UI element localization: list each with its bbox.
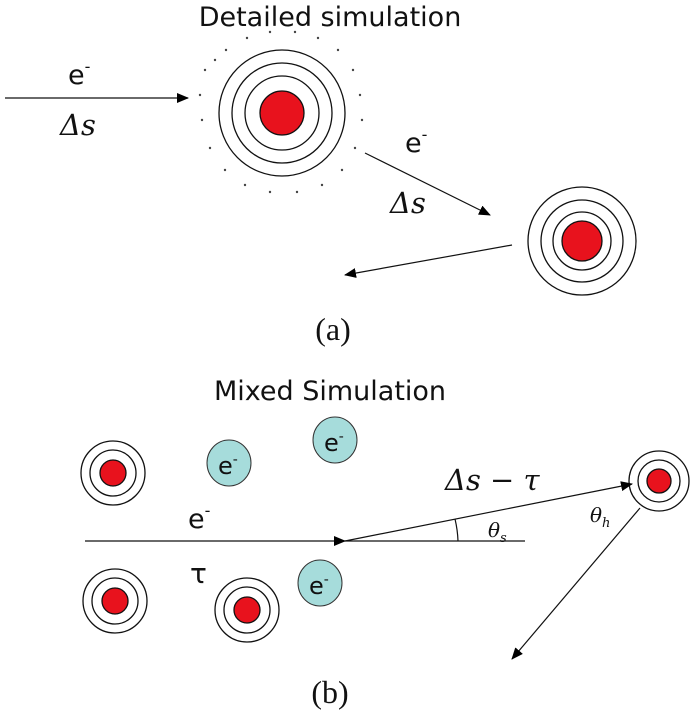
interaction-halo — [198, 30, 364, 194]
atom-b4 — [628, 450, 690, 512]
free-electron-label: e- — [218, 452, 238, 480]
remaining-step-label: Δs − τ — [444, 463, 541, 497]
electron-label-out: e- — [405, 125, 427, 159]
remaining-step-arrow — [344, 481, 633, 542]
scattered-electron-arrow — [364, 152, 491, 216]
panel-b-title: Mixed Simulation — [214, 376, 446, 407]
atom-b3 — [214, 577, 280, 643]
atom-a1 — [218, 49, 346, 177]
free-electron-label: e- — [309, 572, 329, 600]
nucleus — [561, 220, 603, 262]
free-electron-3: e- — [297, 559, 343, 607]
theta-s-label: θs — [488, 518, 507, 546]
panel-a-title: Detailed simulation — [199, 2, 462, 33]
free-electron-label: e- — [324, 429, 344, 457]
free-electron-2: e- — [312, 416, 358, 464]
panel-a-caption: (a) — [315, 311, 351, 347]
atom-a2 — [527, 186, 637, 296]
tau-label: τ — [190, 557, 207, 590]
hard-scatter-arrow — [511, 507, 641, 660]
electron-label: e- — [188, 501, 210, 535]
electron-label-in: e- — [68, 57, 90, 91]
panel-b-caption: (b) — [311, 674, 348, 710]
outgoing-electron-arrow — [344, 244, 513, 278]
nucleus — [259, 90, 305, 136]
theta-h-label: θh — [590, 503, 610, 531]
atom-b1 — [80, 440, 146, 506]
theta-s-arc — [454, 518, 459, 542]
atom-b2 — [82, 568, 148, 634]
step-label-in: Δs — [59, 108, 96, 142]
free-electron-1: e- — [206, 439, 252, 487]
step-label-out: Δs — [389, 186, 426, 220]
